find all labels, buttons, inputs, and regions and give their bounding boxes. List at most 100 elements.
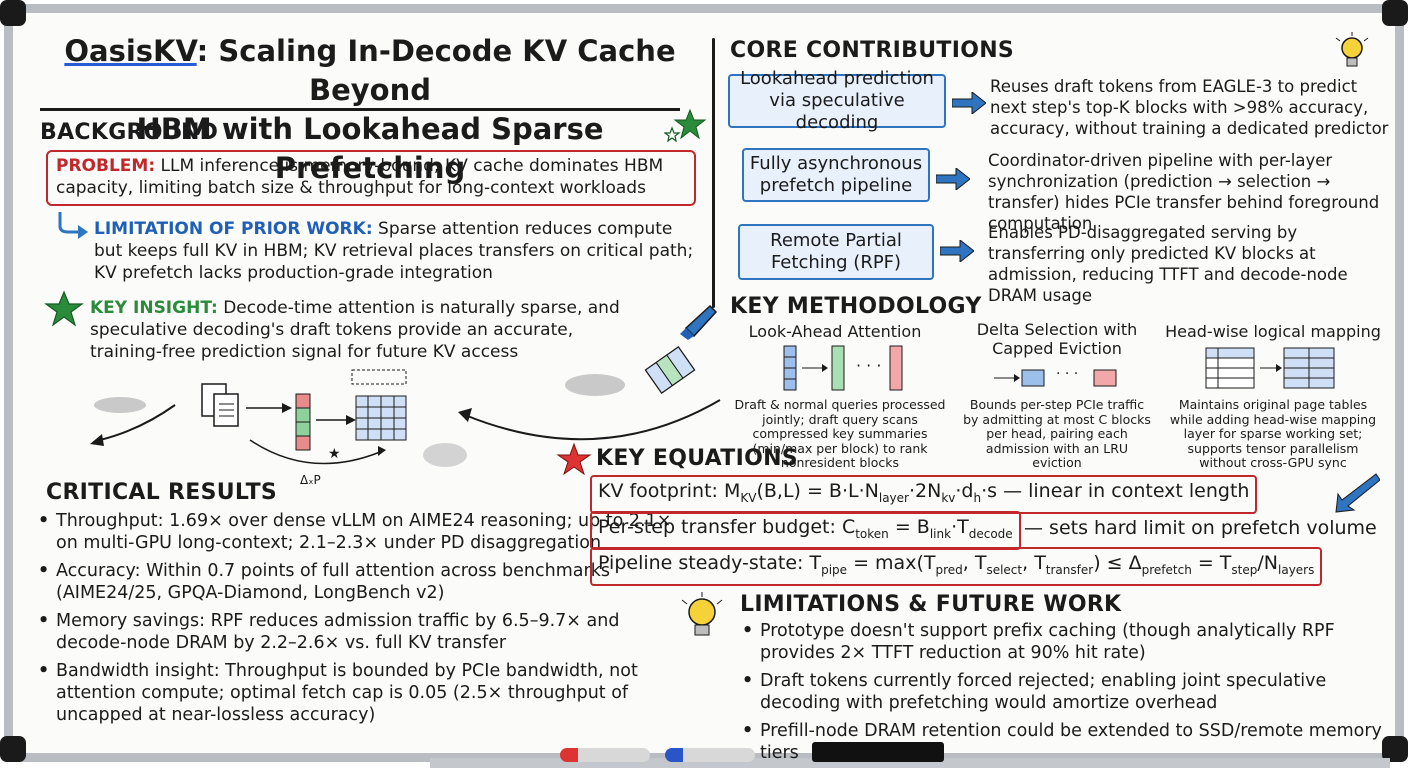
result-item: Accuracy: Within 0.7 points of full atte… <box>36 560 686 604</box>
contribution-box-3: Remote Partial Fetching (RPF) <box>738 224 934 280</box>
title-underline <box>40 108 680 111</box>
blue-marker <box>665 748 755 762</box>
contribution-box-2: Fully asynchronous prefetch pipeline <box>742 148 930 202</box>
arrow-icon <box>936 168 970 190</box>
star-icon <box>664 108 707 143</box>
lookahead-diagram <box>783 345 903 391</box>
eq-text: /N <box>1257 552 1278 574</box>
lightbulb-icon <box>1335 32 1369 67</box>
frame-corner <box>0 0 26 26</box>
equation-kv-footprint: KV footprint: MKV(B,L) = B·L·Nlayer·2Nkv… <box>590 475 1258 514</box>
eq-text: = max(T <box>847 552 936 574</box>
arrow-icon <box>1335 473 1380 513</box>
head-mapping-diagram <box>1205 347 1335 389</box>
sketch-label: ΔₓP <box>300 473 321 487</box>
contribution-desc-1: Reuses draft tokens from EAGLE-3 to pred… <box>990 77 1389 138</box>
eq-text: Pipeline steady-state: T <box>598 552 822 574</box>
limitations-heading: LIMITATIONS & FUTURE WORK <box>740 592 1122 617</box>
eq-text: (B,L) = B·L·N <box>756 480 879 502</box>
limitation-item: Prefill-node DRAM retention could be ext… <box>740 720 1390 764</box>
insight-text: Decode-time attention is naturally spars… <box>90 298 620 362</box>
limitation-item: Draft tokens currently forced rejected; … <box>740 670 1390 714</box>
background-heading: BACKGROUND <box>40 120 219 145</box>
problem-text: LLM inference is memory-bound; KV cache … <box>56 156 664 198</box>
delta-selection-diagram <box>994 369 1117 387</box>
eq-sub: decode <box>968 526 1013 541</box>
arrow-icon <box>952 92 986 114</box>
limitation-label: LIMITATION OF PRIOR WORK: <box>94 219 373 239</box>
rocket-icon <box>644 304 718 394</box>
smudge <box>565 374 625 396</box>
curved-arrow-icon <box>58 212 88 239</box>
eq-text: ·s — linear in context length <box>981 480 1250 502</box>
equation-pipeline: Pipeline steady-state: Tpipe = max(Tpred… <box>590 547 1323 586</box>
eq-sub: step <box>1231 562 1258 577</box>
frame-corner <box>1382 0 1408 26</box>
problem-box: PROBLEM: LLM inference is memory-bound; … <box>46 150 696 206</box>
title-line2: HBM with Lookahead Sparse Prefetching <box>136 112 604 185</box>
eq-sub: layer <box>878 490 909 505</box>
equations-heading: KEY EQUATIONS <box>596 446 798 471</box>
eq-sub: KV <box>740 490 757 505</box>
eq-text: Per-step transfer budget: C <box>598 516 856 538</box>
eq-text: = B <box>888 516 930 538</box>
eq-text: ) ≤ Δ <box>1093 552 1142 574</box>
method-dots: · · · <box>1056 366 1079 382</box>
brand-name: OasisKV <box>64 34 197 68</box>
red-marker <box>560 748 650 762</box>
result-item: Bandwidth insight: Throughput is bounded… <box>36 660 686 726</box>
result-item: Throughput: 1.69× over dense vLLM on AIM… <box>36 510 686 554</box>
contribution-desc-3: Enables PD-disaggregated serving by tran… <box>988 223 1348 305</box>
contribution-desc-2: Coordinator-driven pipeline with per-lay… <box>988 151 1380 233</box>
results-heading: CRITICAL RESULTS <box>46 480 278 505</box>
eq-sub: layers <box>1278 562 1315 577</box>
eq-sub: transfer <box>1045 562 1094 577</box>
eq-sub: pipe <box>821 562 848 577</box>
limitation-block: LIMITATION OF PRIOR WORK: Sparse attenti… <box>94 218 704 284</box>
method-title-3: Head-wise logical mapping <box>1165 322 1381 341</box>
eq-sub: h <box>973 490 982 505</box>
equation-transfer-budget: Per-step transfer budget: Ctoken = Blink… <box>590 511 1021 550</box>
eq-sub: pred <box>935 562 963 577</box>
eq-sub: link <box>929 526 952 541</box>
methodology-heading: KEY METHODOLOGY <box>730 294 982 319</box>
method-title-2: Delta Selection with Capped Eviction <box>976 320 1138 358</box>
method-dots: · · · <box>856 356 882 375</box>
equation-transfer-tail: — sets hard limit on prefetch volume <box>1024 517 1377 539</box>
method-desc-3: Maintains original page tables while add… <box>1169 397 1377 470</box>
eq-sub: token <box>855 526 889 541</box>
result-item: Memory savings: RPF reduces admission tr… <box>36 610 686 654</box>
lightbulb-icon <box>681 592 723 636</box>
title-line1: : Scaling In-Decode KV Cache Beyond <box>196 34 676 107</box>
eq-sub: kv <box>941 490 956 505</box>
eq-text: ·2N <box>908 480 942 502</box>
page-title: OasisKV: Scaling In-Decode KV Cache Beyo… <box>40 32 700 188</box>
star-icon <box>44 290 84 327</box>
eq-text: ·d <box>955 480 974 502</box>
eq-text: KV footprint: M <box>598 480 741 502</box>
eq-sub: prefetch <box>1141 562 1192 577</box>
contributions-heading: CORE CONTRIBUTIONS <box>730 38 1015 63</box>
eq-text: = T <box>1191 552 1232 574</box>
insight-label: KEY INSIGHT: <box>90 298 218 318</box>
method-title-1: Look-Ahead Attention <box>748 322 922 341</box>
pipeline-sketch: ★ <box>90 369 721 467</box>
eq-text: ·T <box>951 516 969 538</box>
method-desc-2: Bounds per-step PCIe traffic by admittin… <box>963 397 1151 470</box>
star-icon <box>556 442 592 476</box>
arrow-icon <box>940 240 974 262</box>
eq-text: , T <box>962 552 987 574</box>
frame-corner <box>0 736 26 762</box>
method-desc-1: Draft & normal queries processed jointly… <box>734 397 946 470</box>
contribution-box-1: Lookahead prediction via speculative dec… <box>728 68 946 133</box>
limitation-item: Prototype doesn't support prefix caching… <box>740 620 1390 664</box>
eq-text: , T <box>1022 552 1046 574</box>
svg-text:★: ★ <box>328 446 341 462</box>
limitations-list: Prototype doesn't support prefix caching… <box>740 620 1390 768</box>
results-list: Throughput: 1.69× over dense vLLM on AIM… <box>36 510 686 732</box>
limitation-text: Sparse attention reduces compute but kee… <box>94 219 694 283</box>
eq-sub: select <box>986 562 1023 577</box>
column-divider <box>712 38 715 308</box>
insight-block: KEY INSIGHT: Decode-time attention is na… <box>90 297 650 363</box>
problem-label: PROBLEM: <box>56 156 156 176</box>
